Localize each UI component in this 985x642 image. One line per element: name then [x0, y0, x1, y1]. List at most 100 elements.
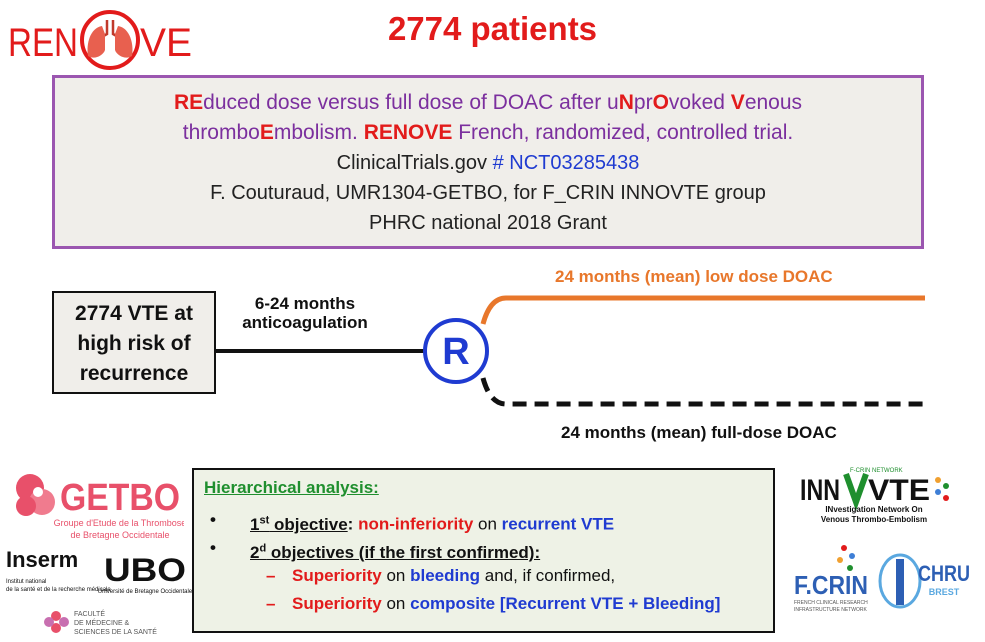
svg-text:FACULTÉ: FACULTÉ: [74, 609, 105, 618]
connector: on: [381, 566, 411, 585]
svg-text:F.CRIN: F.CRIN: [794, 570, 868, 600]
title-segment: N: [618, 91, 634, 114]
lungs-icon: [87, 20, 133, 58]
full-dose-arm-line: [480, 377, 925, 407]
title-segment: French, randomized, controlled trial.: [452, 121, 794, 144]
svg-text:GETBO: GETBO: [60, 477, 180, 519]
bullet-icon: •: [210, 538, 216, 557]
svg-text:INvestigation Network On: INvestigation Network On: [825, 505, 922, 514]
svg-text:Venous Thrombo-Embolism: Venous Thrombo-Embolism: [821, 515, 927, 524]
lighthouse-icon: [878, 553, 922, 609]
svg-text:de la santé et de la recherche: de la santé et de la recherche médicale: [6, 587, 111, 593]
registry-prefix: ClinicalTrials.gov: [336, 152, 493, 174]
claim: non-inferiority: [358, 514, 474, 534]
svg-text:FRENCH CLINICAL RESEARCH: FRENCH CLINICAL RESEARCH: [794, 600, 868, 606]
ordinal: 1: [250, 514, 260, 534]
title-segment: pr: [633, 91, 653, 114]
randomization-letter: R: [442, 331, 470, 373]
investigator-line: F. Couturaud, UMR1304-GETBO, for F_CRIN …: [210, 182, 766, 204]
chru-brest-logo: CHRU BREST: [878, 553, 970, 609]
ordinal-suffix: d: [259, 542, 267, 554]
anticoagulation-label-line: 6-24 months: [254, 294, 356, 313]
flower-icon: [44, 611, 69, 633]
svg-text:de Bretagne Occidentale: de Bretagne Occidentale: [70, 530, 169, 540]
claim: Superiority: [292, 594, 382, 613]
secondary-objective-1: – Superiority on bleeding and, if confir…: [204, 562, 763, 590]
objective-text: objective: [269, 514, 348, 534]
connector: on: [473, 514, 502, 534]
svg-text:Groupe d'Etude de la Thrombose: Groupe d'Etude de la Thrombose: [54, 518, 184, 528]
svg-text:SCIENCES DE LA SANTÉ: SCIENCES DE LA SANTÉ: [74, 627, 157, 636]
ordinal: 2: [250, 542, 260, 562]
connector: on: [381, 594, 411, 613]
population-line: 2774 VTE at: [75, 302, 193, 325]
faculte-medecine-logo: FACULTÉ DE MÉDECINE & SCIENCES DE LA SAN…: [44, 609, 157, 636]
population-line: recurrence: [79, 362, 189, 385]
fcrin-logo: F.CRIN FRENCH CLINICAL RESEARCH INFRASTR…: [794, 545, 868, 613]
dots-icon: [837, 545, 855, 571]
grant-line: PHRC national 2018 Grant: [369, 212, 607, 234]
title-segment: duced dose versus full dose of DOAC afte…: [203, 91, 619, 114]
trial-title-line-1: REduced dose versus full dose of DOAC af…: [55, 88, 921, 118]
trial-description-box: REduced dose versus full dose of DOAC af…: [52, 75, 924, 249]
bullet-icon: •: [210, 510, 216, 529]
getbo-emblem-icon: [16, 474, 55, 516]
innovte-logo: F-CRIN NETWORK INN VTE INvestigation Net…: [800, 468, 949, 524]
title-segment: RENOVE: [363, 121, 453, 144]
title-segment: E: [259, 121, 274, 144]
svg-text:REN: REN: [8, 21, 78, 65]
svg-text:VE: VE: [140, 21, 192, 65]
title-segment: V: [730, 91, 745, 114]
title-segment: mbolism.: [273, 121, 364, 144]
secondary-objective-2: – Superiority on composite [Recurrent VT…: [204, 590, 763, 618]
analysis-heading: Hierarchical analysis:: [204, 478, 379, 497]
registry-id-link[interactable]: # NCT03285438: [492, 152, 640, 174]
page-title: 2774 patients: [387, 10, 598, 47]
registry-line: ClinicalTrials.gov # NCT03285438: [55, 148, 921, 178]
dash-icon: –: [266, 566, 276, 585]
svg-text:DE MÉDECINE &: DE MÉDECINE &: [74, 618, 130, 627]
outcome: recurrent VTE: [501, 514, 615, 534]
svg-text:Institut national: Institut national: [6, 579, 46, 585]
title-segment: voked: [668, 91, 731, 114]
svg-text:INN: INN: [800, 474, 840, 507]
trial-title-line-2: thromboEmbolism. RENOVE French, randomiz…: [55, 118, 921, 148]
objective-text: objectives (if the first confirmed):: [266, 542, 541, 562]
low-dose-arm-label: 24 months (mean) low dose DOAC: [555, 267, 833, 286]
title-segment: enous: [744, 91, 803, 114]
svg-text:Université de Bretagne Occiden: Université de Bretagne Occidentale: [98, 589, 192, 595]
colon: :: [347, 514, 359, 534]
objective-label: 1st objective: [250, 514, 348, 534]
renove-logo: REN VE: [8, 10, 192, 70]
anticoagulation-label-line: anticoagulation: [242, 313, 368, 332]
secondary-objectives: • 2d objectives (if the first confirmed)…: [204, 534, 763, 562]
getbo-logo: GETBO Groupe d'Etude de la Thrombose de …: [16, 474, 184, 540]
title-segment: thrombo: [182, 121, 260, 144]
v-arrow-icon: [843, 472, 869, 511]
condition: and, if confirmed,: [480, 566, 616, 585]
claim: Superiority: [292, 566, 382, 585]
inserm-ubo-logo: Inserm Institut national de la santé et …: [6, 547, 192, 595]
primary-objective: • 1st objective: non-inferiority on recu…: [204, 506, 763, 534]
hierarchical-analysis-box: Hierarchical analysis: • 1st objective: …: [192, 468, 775, 633]
outcome: bleeding: [410, 566, 481, 585]
dash-icon: –: [266, 594, 276, 613]
objective-label: 2d objectives (if the first confirmed):: [250, 542, 541, 562]
svg-text:INFRASTRUCTURE NETWORK: INFRASTRUCTURE NETWORK: [794, 607, 867, 613]
svg-text:UBO: UBO: [104, 552, 186, 588]
anticoagulation-label: 6-24 months anticoagulation: [230, 294, 380, 332]
ordinal-suffix: st: [259, 514, 270, 526]
title-segment: RE: [173, 91, 204, 114]
low-dose-arm-line: [480, 295, 925, 325]
svg-text:Inserm: Inserm: [6, 547, 78, 572]
full-dose-arm-label: 24 months (mean) full-dose DOAC: [561, 423, 837, 442]
svg-text:CHRU: CHRU: [918, 561, 970, 586]
population-line: high risk of: [77, 332, 191, 355]
outcome: composite [Recurrent VTE + Bleeding]: [410, 594, 721, 613]
title-segment: O: [652, 91, 669, 114]
population-box: 2774 VTE at high risk of recurrence: [52, 291, 216, 394]
svg-text:VTE: VTE: [868, 474, 930, 507]
svg-text:BREST: BREST: [929, 587, 960, 597]
dots-icon: [935, 477, 949, 501]
svg-text:F-CRIN NETWORK: F-CRIN NETWORK: [850, 468, 903, 474]
